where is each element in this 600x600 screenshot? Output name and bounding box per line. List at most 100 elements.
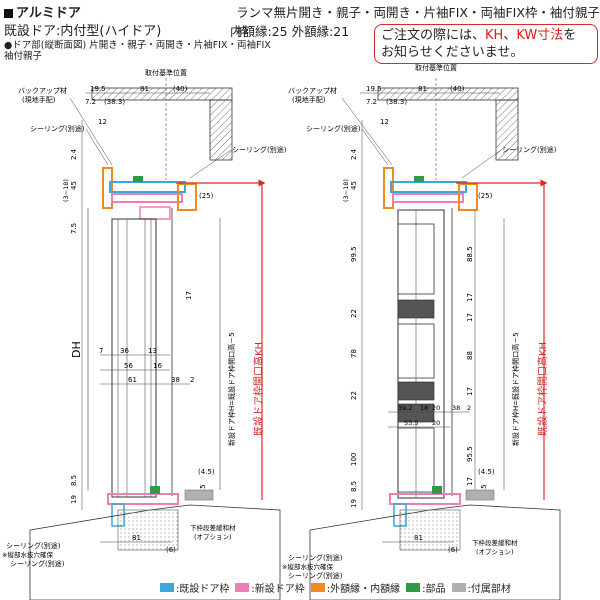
right-dim-8-5: 8.5 [350, 481, 358, 492]
left-wall-top [91, 87, 233, 101]
right-bottom-sealing-2: シーリング(別途) [288, 571, 343, 580]
notice-text-a: ご注文の際には、 [381, 28, 486, 43]
right-inner-casing [383, 167, 394, 209]
legend-accessory: :付属部材 [451, 580, 511, 595]
left-sealing-left: シーリング(別途) [30, 124, 85, 133]
left-sill-ramp [184, 489, 214, 501]
left-sealing-leader-r [189, 149, 232, 179]
left-dh-label: DH [70, 341, 83, 358]
right-dim-95-5: 95.5 [466, 446, 474, 462]
color-legend: :既設ドア枠 :新設ドア枠 :外額縁・内額縁 :部品 :付属部材 [160, 580, 511, 595]
right-dim-2: 2 [467, 404, 471, 412]
left-kh-black: 新設ドア枠H=既設ドア枠開口高－5 [227, 332, 236, 446]
right-dim-20-a: 20 [432, 404, 440, 412]
right-dim-18: 18 [420, 404, 428, 412]
left-backup-leader [69, 97, 113, 166]
left-dim-81: 81 [140, 85, 149, 93]
right-dim-20-b: 20 [432, 419, 440, 427]
right-dim-81: 81 [418, 85, 427, 93]
right-bottom-drain: ※縦部水抜穴確保 [282, 562, 333, 571]
legend-swatch-accessory [451, 583, 466, 592]
legend-label-existing: :既設ドア枠 [176, 584, 230, 595]
right-dim-100: 100 [350, 453, 358, 466]
left-dim-16: 16 [153, 362, 162, 370]
frame-types-title: ランマ無片開き・親子・両開き・片袖FIX・両袖FIX枠・袖付親子枠 [236, 5, 600, 39]
left-dim-12: 12 [98, 118, 107, 126]
left-dim-7-2: 7.2 [85, 98, 96, 106]
right-dim-38: 38 [452, 404, 460, 412]
left-dim-4-5: (4.5) [198, 468, 215, 476]
left-dim-8-5: 8.5 [70, 475, 78, 486]
right-dim-19-5: 19.5 [366, 85, 382, 93]
right-section-drawing: 取付基準位置 19.5 81 (40) 7.2 (38.3) 12 バックアップ… [282, 63, 561, 600]
right-bottom-sealing: シーリング(別途) [288, 553, 343, 562]
left-dim-3-18: (3~18) [62, 179, 70, 202]
left-sill-label-b: (オプション) [194, 533, 232, 541]
left-section-drawing: 取付基準位置 19.5 81 (40) 7.2 (38.3) 12 バックアップ… [2, 68, 287, 600]
left-dim-25: (25) [199, 192, 214, 200]
right-sealing-leader-l [361, 128, 389, 166]
left-sill-part [150, 486, 160, 494]
left-dim-38: 38 [171, 376, 180, 384]
right-dim-17-d: 17 [466, 477, 474, 486]
right-dim-88-5: 88.5 [466, 246, 474, 262]
left-existing-head [109, 181, 186, 193]
right-dim-22-b: 22 [350, 391, 358, 400]
right-sill-label-b: (オプション) [476, 548, 514, 556]
right-dim-78: 78 [350, 349, 358, 358]
legend-label-casing: :外額縁・内額縁 [326, 584, 401, 595]
left-door-top [139, 206, 171, 220]
left-dim-56: 56 [124, 362, 133, 370]
right-dim-3-18: (3~18) [342, 179, 350, 202]
left-dim-bottom-6: (6) [166, 546, 176, 554]
right-sealing-right: シーリング(別途) [502, 145, 557, 154]
right-sealing-left: シーリング(別途) [306, 124, 361, 133]
notice-kh: KH [485, 28, 504, 43]
page-subtitle: 既設ドア:内付型(ハイドア) [4, 24, 162, 39]
left-dim-7: 7 [99, 347, 103, 355]
right-new-head [392, 193, 464, 203]
right-wall-head [495, 99, 519, 161]
right-dim-38-3: (38.3) [386, 98, 407, 106]
legend-label-parts: :部品 [422, 584, 446, 595]
left-dim-17: 17 [185, 291, 193, 300]
right-new-sill [389, 493, 461, 505]
left-dim-45: 45 [70, 181, 78, 190]
left-dim-61: 61 [128, 376, 137, 384]
left-new-head [111, 193, 183, 203]
left-bottom-drain: ※縦部水抜穴確保 [2, 550, 53, 559]
right-dim-bottom-81: 81 [414, 534, 423, 542]
right-backup-leader [341, 97, 393, 166]
right-dim-17-a: 17 [466, 293, 474, 302]
left-dim-19: 19 [70, 495, 78, 504]
right-outer-casing [458, 183, 478, 211]
right-wall-top [377, 87, 519, 101]
left-dim-2: 2 [190, 376, 194, 384]
right-dim-7-2: 7.2 [366, 98, 377, 106]
right-dim-53-5: 53.5 [404, 419, 418, 427]
notice-sep: 、 [503, 28, 517, 43]
legend-swatch-parts [406, 583, 421, 592]
left-outer-casing [177, 183, 197, 211]
section-note: ●ドア部(縦断面図) 片開き・親子・両開き・片袖FIX・両袖FIX 袖付親子 [4, 40, 271, 62]
right-sill-ramp [465, 489, 495, 501]
right-dim-88: 88 [466, 351, 474, 360]
legend-swatch-new [235, 583, 250, 592]
legend-label-accessory: :付属部材 [467, 584, 511, 595]
left-inner-casing [102, 167, 113, 209]
left-wall-head [209, 99, 233, 161]
left-sill-label-a: 下枠段差緩和材 [190, 523, 236, 532]
left-sealing-leader-l [85, 128, 109, 166]
right-floor-concrete [399, 509, 461, 551]
left-door-leaf [111, 218, 157, 498]
notice-text-b: を [563, 28, 577, 43]
left-dim-2-4: 2.4 [70, 148, 78, 160]
right-backup-label-b: (現地手配) [292, 95, 326, 104]
right-dim-45: 45 [350, 181, 358, 190]
legend-new-frame: :新設ドア枠 [235, 580, 305, 595]
notice-line-2: お知らせくださいませ。 [381, 45, 524, 60]
legend-swatch-casing [310, 583, 325, 592]
right-sill-part [432, 486, 442, 494]
right-dim-17-b: 17 [466, 313, 474, 322]
left-backup-label-b: (現地手配) [22, 95, 56, 104]
